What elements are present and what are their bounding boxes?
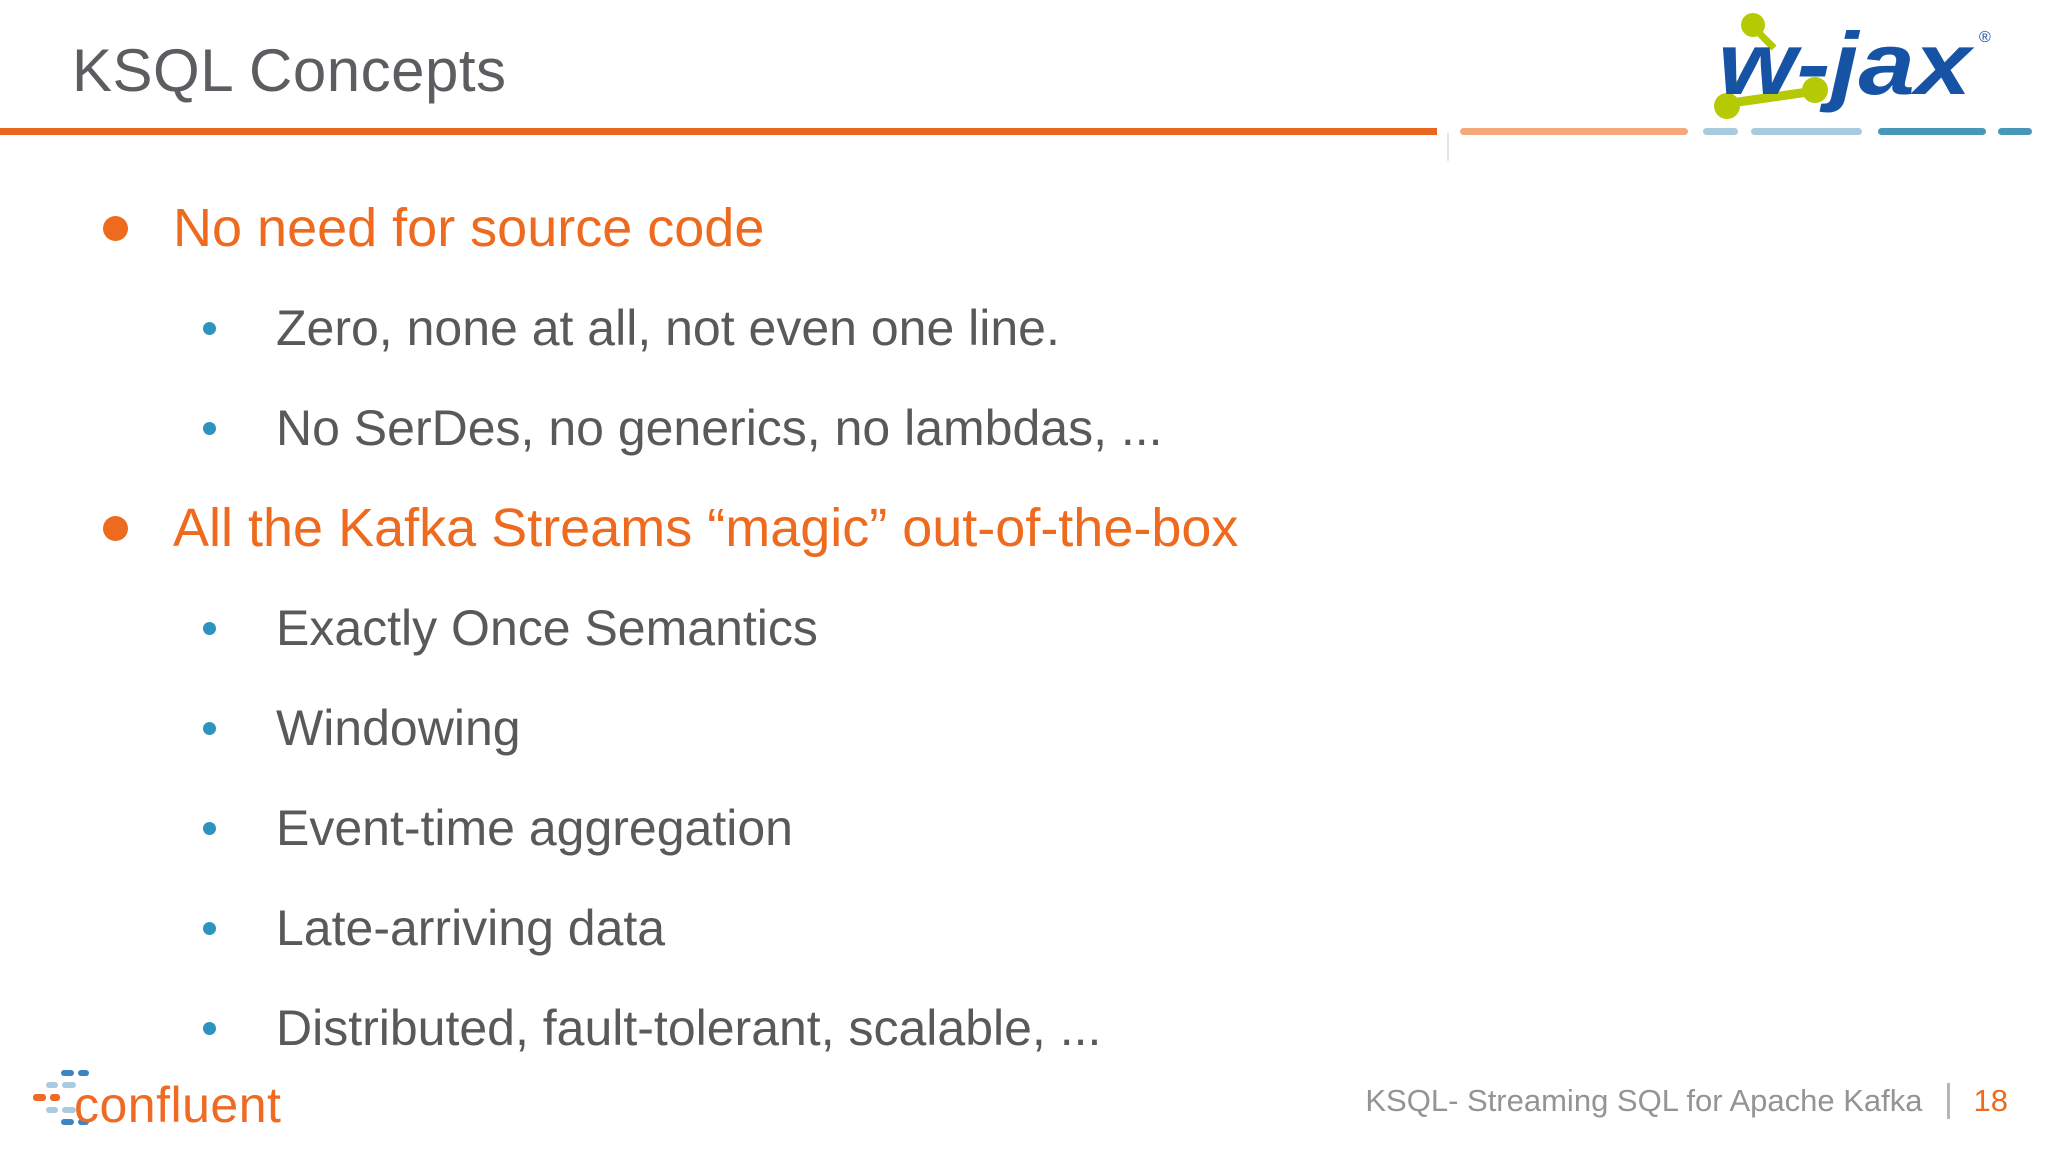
bullet-dot-blue (203, 321, 216, 335)
bullet-text: Distributed, fault-tolerant, scalable, .… (276, 1000, 1102, 1056)
bullet-row: Windowing (0, 678, 2048, 778)
title-rule-pale-blue (1751, 128, 1862, 135)
bullet-row: No need for source code (0, 178, 2048, 278)
divider-tick (1447, 133, 1449, 161)
title-rule-pale-blue-short (1703, 128, 1738, 135)
bullet-text: Windowing (276, 700, 521, 756)
bullet-text: No SerDes, no generics, no lambdas, ... (276, 400, 1163, 456)
bullet-text: Exactly Once Semantics (276, 600, 818, 656)
bullet-dot-blue (203, 1021, 216, 1035)
title-rule-light-orange (1460, 128, 1688, 135)
bullet-row: Exactly Once Semantics (0, 578, 2048, 678)
page-title: KSQL Concepts (72, 37, 507, 104)
slide-footer: KSQL- Streaming SQL for Apache Kafka 18 (1365, 1080, 2008, 1122)
bullet-text: All the Kafka Streams “magic” out-of-the… (173, 498, 1239, 558)
bullet-dot-blue (203, 721, 216, 735)
bullet-text: No need for source code (173, 198, 765, 258)
bullet-list: No need for source code Zero, none at al… (0, 178, 2048, 1078)
bullet-row: Event-time aggregation (0, 778, 2048, 878)
confluent-logo: confluent (25, 1058, 325, 1138)
footer-separator (1946, 1083, 1950, 1119)
confluent-stream-icon (25, 1058, 115, 1128)
bullet-dot-orange (103, 515, 128, 541)
bullet-row: Zero, none at all, not even one line. (0, 278, 2048, 378)
wjax-registered-mark: ® (1979, 29, 1991, 46)
title-rule-teal-short (1998, 128, 2032, 135)
bullet-dot-blue (203, 921, 216, 935)
confluent-wordmark: confluent (74, 1077, 282, 1133)
bullet-dot-blue (203, 421, 216, 435)
bullet-text: Event-time aggregation (276, 800, 793, 856)
bullet-row: No SerDes, no generics, no lambdas, ... (0, 378, 2048, 478)
footer-text: KSQL- Streaming SQL for Apache Kafka (1365, 1083, 1923, 1118)
bullet-row: Late-arriving data (0, 878, 2048, 978)
page-number: 18 (1973, 1083, 2008, 1118)
bullet-row: Distributed, fault-tolerant, scalable, .… (0, 978, 2048, 1078)
title-rule-teal (1878, 128, 1986, 135)
bullet-dot-blue (203, 621, 216, 635)
wjax-logo: w-jax ® (1714, 13, 1991, 119)
bullet-dot-orange (103, 215, 128, 241)
bullet-text: Zero, none at all, not even one line. (276, 300, 1060, 356)
bullet-row: All the Kafka Streams “magic” out-of-the… (0, 478, 2048, 578)
title-rule-orange (0, 128, 1437, 135)
bullet-text: Late-arriving data (276, 900, 666, 956)
wjax-network-icon (1714, 13, 1828, 119)
bullet-dot-blue (203, 821, 216, 835)
wjax-wordmark: w-jax (1718, 14, 1975, 113)
